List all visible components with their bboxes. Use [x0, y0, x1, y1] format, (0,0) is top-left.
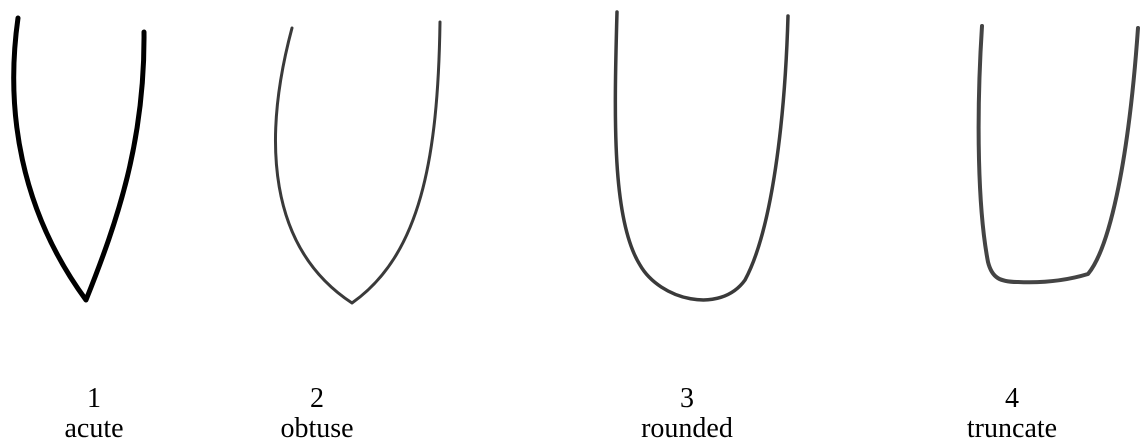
caption-truncate: 4 truncate	[912, 384, 1112, 444]
apex-shape-rounded	[613, 10, 790, 302]
shape-term: acute	[64, 413, 124, 444]
shape-number: 1	[87, 383, 101, 414]
shape-term: rounded	[641, 413, 733, 444]
caption-obtuse: 2 obtuse	[217, 384, 417, 444]
caption-acute: 1 acute	[0, 384, 194, 444]
shape-number: 4	[1005, 383, 1019, 414]
apex-shape-obtuse	[274, 20, 442, 305]
apex-shape-truncate	[976, 24, 1140, 285]
shape-number: 2	[310, 383, 324, 414]
shape-term: obtuse	[280, 413, 354, 444]
apex-shape-acute	[11, 15, 147, 303]
caption-rounded: 3 rounded	[587, 384, 787, 444]
shape-number: 3	[680, 383, 694, 414]
shape-term: truncate	[966, 413, 1058, 444]
